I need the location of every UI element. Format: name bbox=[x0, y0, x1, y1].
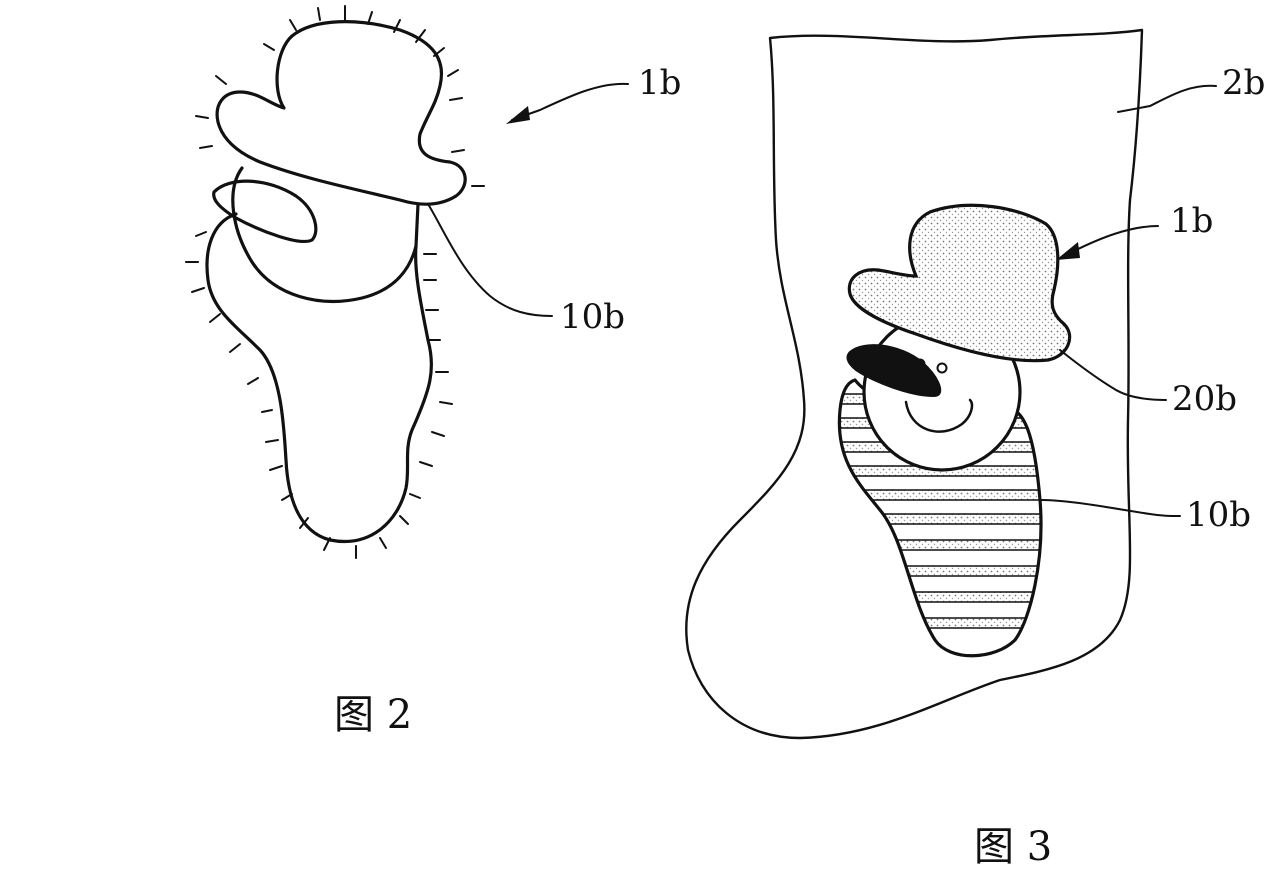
ref-label-2b: 2b bbox=[1222, 63, 1265, 103]
caption-fig2: 图 2 bbox=[334, 692, 412, 738]
ref-label-1b-fig3: 1b bbox=[1170, 201, 1213, 241]
nose-shape-fig3 bbox=[846, 344, 942, 398]
leader-10b-fig3 bbox=[1039, 499, 1181, 517]
arrowhead-1b-fig3 bbox=[1056, 242, 1080, 260]
figure-2: 1b 10b 图 2 bbox=[185, 5, 681, 738]
leader-1b-fig2 bbox=[511, 82, 629, 121]
caption-fig3: 图 3 bbox=[974, 824, 1052, 870]
ref-label-10b-fig3: 10b bbox=[1186, 495, 1251, 535]
arrowhead-1b-fig2 bbox=[506, 106, 530, 124]
eye-right bbox=[936, 362, 948, 374]
ref-label-10b-fig2: 10b bbox=[560, 297, 625, 337]
face-outline bbox=[231, 166, 418, 303]
figure-3: 2b 1b 20b 10b 图 3 bbox=[685, 28, 1265, 870]
smile bbox=[904, 398, 974, 433]
leader-1b-fig3 bbox=[1071, 225, 1159, 253]
leader-2b bbox=[1117, 84, 1217, 113]
sock-outline bbox=[205, 202, 434, 543]
leader-20b bbox=[1059, 349, 1167, 401]
hat-outline bbox=[215, 20, 467, 206]
stocking-outline bbox=[685, 28, 1144, 740]
stitch-marks bbox=[185, 5, 485, 559]
hat-fig3 bbox=[847, 203, 1072, 363]
ref-label-20b: 20b bbox=[1172, 379, 1237, 419]
leader-10b-fig2 bbox=[427, 203, 553, 317]
ref-label-1b-fig2: 1b bbox=[638, 63, 681, 103]
nose-shape bbox=[212, 179, 318, 243]
